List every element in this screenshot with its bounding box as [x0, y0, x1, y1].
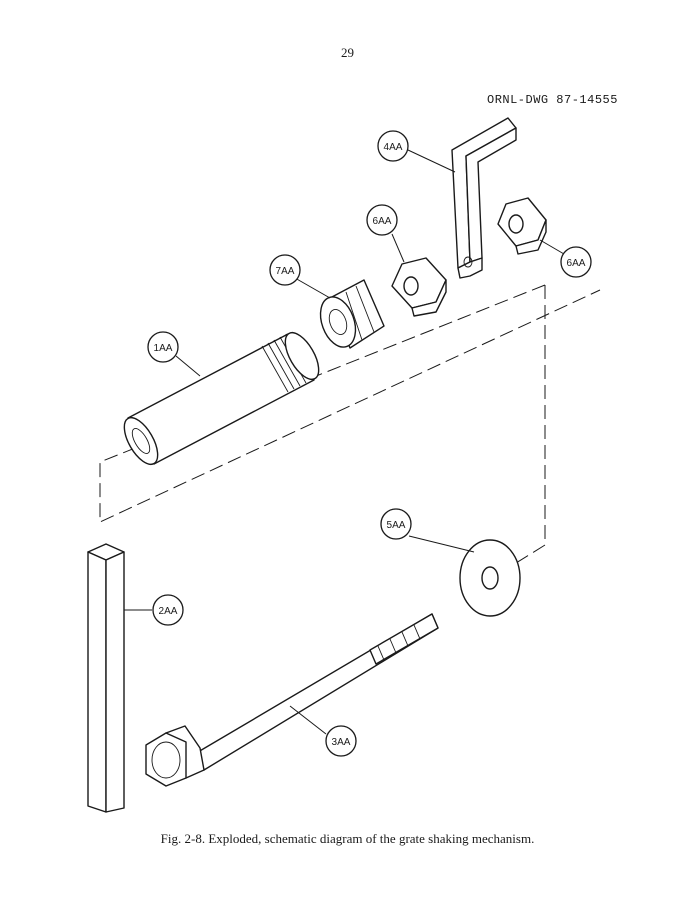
part-6aa-nut-right [497, 197, 547, 255]
callout-6aa-left: 6AA [366, 204, 398, 236]
callout-5aa: 5AA [380, 508, 412, 540]
part-1aa-sleeve [123, 331, 320, 466]
label-7aa: 7AA [276, 266, 295, 277]
part-5aa-washer [459, 539, 521, 617]
label-4aa: 4AA [384, 142, 403, 153]
part-7aa-collar [319, 279, 385, 349]
callout-7aa: 7AA [269, 254, 301, 286]
label-3aa: 3AA [332, 737, 351, 748]
assembly-centerline [99, 284, 601, 569]
drawing-id: ORNL-DWG 87-14555 [487, 93, 618, 107]
part-3aa-bolt [145, 613, 439, 787]
callout-4aa: 4AA [377, 130, 409, 162]
part-4aa-bracket [451, 117, 517, 279]
callout-6aa-right: 6AA [560, 246, 592, 278]
leader-lines [124, 149, 565, 735]
part-2aa-bar [87, 543, 125, 813]
label-6aa-left: 6AA [373, 216, 392, 227]
label-2aa: 2AA [159, 606, 178, 617]
figure-caption: Fig. 2-8. Exploded, schematic diagram of… [160, 831, 535, 846]
label-5aa: 5AA [387, 520, 406, 531]
callout-2aa: 2AA [152, 594, 184, 626]
label-6aa-right: 6AA [567, 258, 586, 269]
callout-3aa: 3AA [325, 725, 357, 757]
part-6aa-nut-left [391, 257, 447, 317]
label-1aa: 1AA [154, 343, 173, 354]
page-number: 29 [341, 45, 354, 60]
callout-1aa: 1AA [147, 331, 179, 363]
